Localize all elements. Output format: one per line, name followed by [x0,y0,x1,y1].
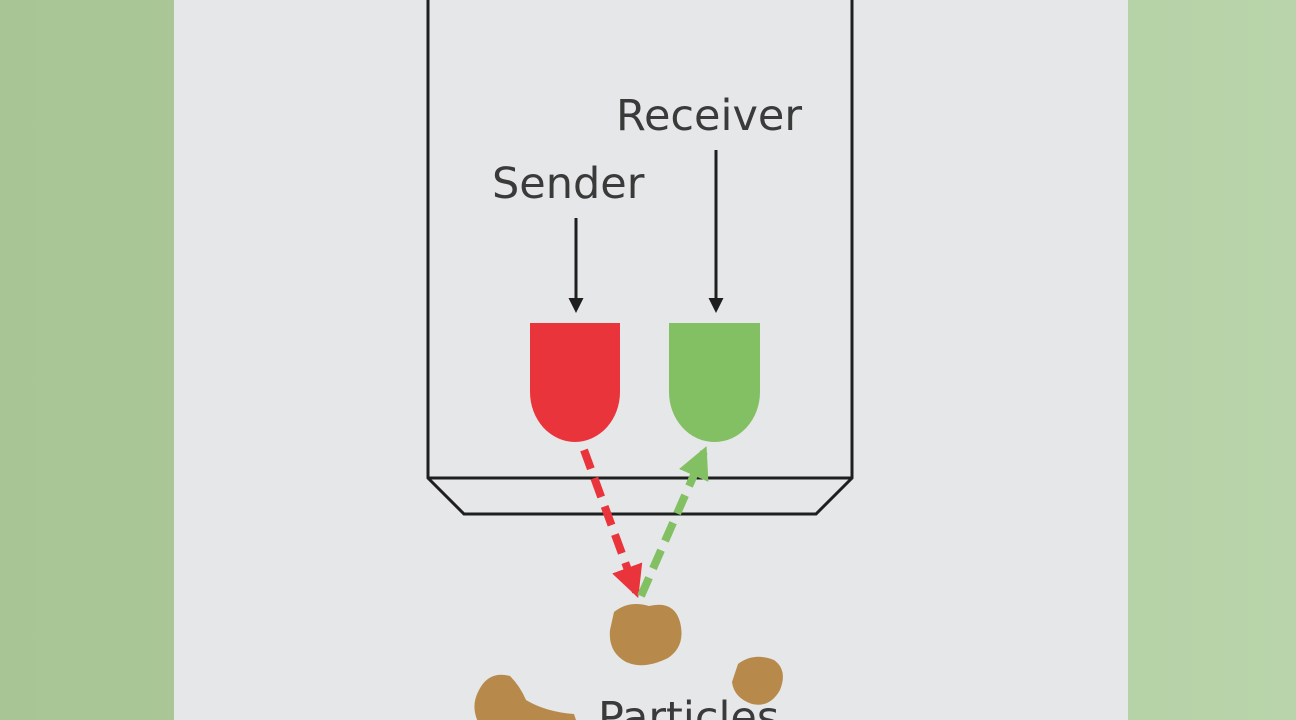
receiver-label: Receiver [616,91,802,141]
sensor-housing [426,0,854,516]
receiver-element [669,323,760,442]
emitted-beam-arrow [580,448,643,599]
sender-label: Sender [492,159,645,209]
reflected-beam-arrow [637,446,709,598]
sensor-diagram: Receiver Sender Particles [426,0,854,720]
particle [732,656,783,705]
particle [609,604,682,666]
sender-element [530,323,620,442]
particle [474,674,576,720]
diagram-panel: Receiver Sender Particles [174,0,1128,720]
